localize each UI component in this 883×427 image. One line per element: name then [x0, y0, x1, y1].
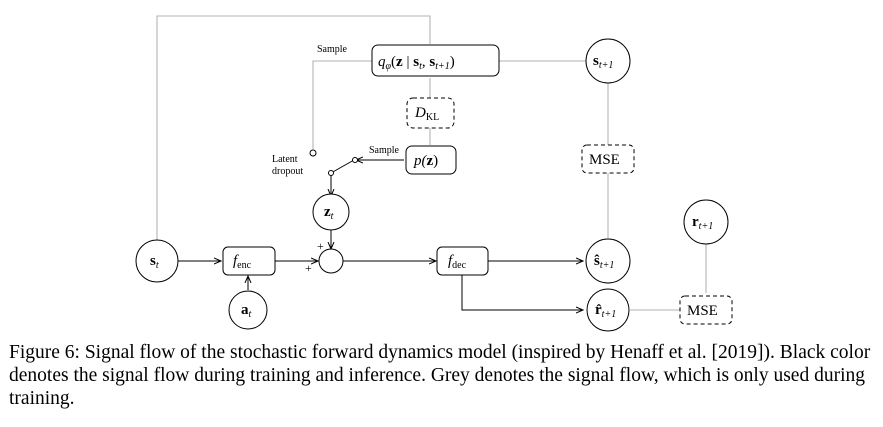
signal-flow-diagram: st fenc at zt + + fdec ŝt+1 r̂t+1 st+1 — [135, 15, 733, 332]
edge-fdec-to-rhat — [461, 275, 583, 310]
svg-text:r̂t+1: r̂t+1 — [595, 302, 616, 320]
node-r-next: rt+1 — [683, 199, 729, 245]
svg-text:DKL: DKL — [414, 105, 439, 123]
node-d-kl: DKL — [406, 97, 455, 129]
summation-node — [318, 248, 344, 274]
sample-label-top: Sample — [317, 44, 348, 55]
svg-text:MSE: MSE — [687, 303, 718, 319]
latent-dropout-label-2: dropout — [272, 166, 303, 177]
node-s-hat-next: ŝt+1 — [585, 238, 631, 284]
sample-label-mid: Sample — [369, 145, 400, 156]
svg-text:qφ(z | st, st+1): qφ(z | st, st+1) — [378, 54, 455, 72]
svg-text:MSE: MSE — [589, 152, 620, 168]
edge-q-sample — [312, 60, 372, 149]
switch-pivot — [328, 170, 334, 176]
node-a-t: at — [228, 290, 268, 330]
svg-text:fenc: fenc — [233, 253, 252, 271]
node-mse-reward: MSE — [679, 295, 733, 325]
svg-text:st+1: st+1 — [593, 53, 613, 71]
svg-text:rt+1: rt+1 — [692, 214, 713, 232]
node-mse-state: MSE — [581, 144, 635, 174]
plus-left-label: + — [305, 261, 312, 275]
training-inference-connections — [178, 160, 583, 310]
node-p-z: p(z) — [405, 145, 457, 175]
node-r-hat-next: r̂t+1 — [586, 288, 630, 332]
training-only-connections — [156, 15, 707, 311]
svg-text:zt: zt — [324, 204, 334, 222]
node-z-t: zt — [312, 193, 350, 231]
svg-text:at: at — [241, 302, 252, 320]
node-f-enc: fenc — [222, 246, 276, 276]
node-f-dec: fdec — [436, 246, 489, 276]
node-s-next: st+1 — [585, 38, 631, 84]
node-q-phi: qφ(z | st, st+1) — [371, 44, 500, 77]
figure-caption: Figure 6: Signal flow of the stochastic … — [9, 342, 871, 409]
switch-blade — [330, 159, 355, 174]
svg-text:p(z): p(z) — [413, 153, 438, 169]
svg-text:fdec: fdec — [448, 253, 467, 271]
switch-contact-latent-dropout — [309, 149, 317, 157]
latent-dropout-label-1: Latent — [272, 154, 298, 165]
svg-text:ŝt+1: ŝt+1 — [594, 253, 614, 271]
switch-contact-sample — [352, 157, 358, 163]
plus-top-label: + — [317, 239, 324, 253]
edge-st-to-q — [156, 15, 431, 243]
svg-text:st: st — [150, 253, 159, 271]
node-s-t: st — [135, 239, 179, 283]
